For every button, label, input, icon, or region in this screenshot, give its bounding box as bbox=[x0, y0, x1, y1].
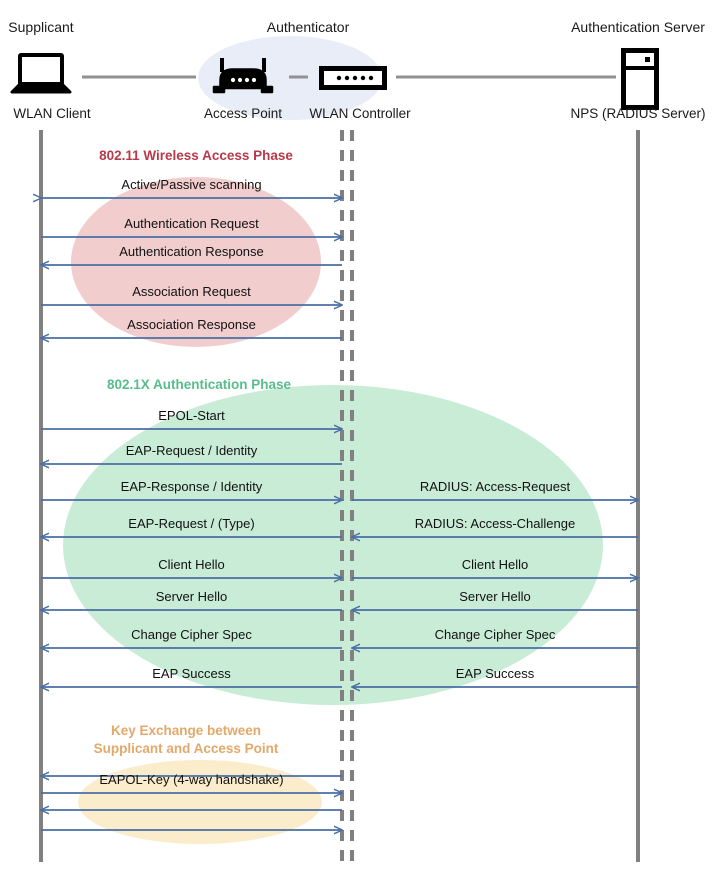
message-label-left-eap-response-identity-7: EAP-Response / Identity bbox=[120, 479, 263, 494]
laptop-icon bbox=[10, 53, 72, 94]
message-label-left-eap-request-identity-6: EAP-Request / Identity bbox=[125, 443, 258, 458]
message-label-left-server-hello-10: Server Hello bbox=[155, 589, 228, 604]
phase-key-exchange-title: Key Exchange between Supplicant and Acce… bbox=[93, 723, 279, 757]
phase-8021x-title: 802.1X Authentication Phase bbox=[106, 377, 292, 392]
message-label-left-active-passive-scanning-0: Active/Passive scanning bbox=[121, 177, 262, 192]
node-name-auth-server: NPS (RADIUS Server) bbox=[570, 106, 706, 121]
network-switch-icon bbox=[319, 66, 387, 90]
message-label-right-eap-success-5: EAP Success bbox=[455, 666, 535, 681]
node-name-access-point: Access Point bbox=[203, 106, 283, 121]
node-name-wlan-controller: WLAN Controller bbox=[309, 106, 411, 121]
role-title-access-point: Authenticator bbox=[266, 19, 350, 35]
phase-80211-title: 802.11 Wireless Access Phase bbox=[99, 148, 293, 163]
phase-8021x-ellipse bbox=[63, 385, 603, 705]
message-label-right-change-cipher-spec-4: Change Cipher Spec bbox=[434, 627, 556, 642]
node-name-supplicant: WLAN Client bbox=[13, 106, 91, 121]
message-label-left-eap-request-type-8: EAP-Request / (Type) bbox=[128, 516, 255, 531]
message-label-left-eapol-key-4-way-handshake-14: EAPOL-Key (4-way handshake) bbox=[99, 772, 284, 787]
message-label-left-change-cipher-spec-11: Change Cipher Spec bbox=[131, 627, 252, 642]
message-label-left-authentication-response-2: Authentication Response bbox=[119, 244, 264, 259]
message-label-right-radius-access-challenge-1: RADIUS: Access-Challenge bbox=[414, 516, 576, 531]
message-label-left-client-hello-9: Client Hello bbox=[158, 557, 225, 572]
message-label-left-association-response-4: Association Response bbox=[127, 317, 256, 332]
role-title-auth-server: Authentication Server bbox=[571, 19, 705, 35]
message-label-left-authentication-request-1: Authentication Request bbox=[124, 216, 259, 231]
message-label-left-eap-success-12: EAP Success bbox=[152, 666, 231, 681]
message-label-right-server-hello-3: Server Hello bbox=[459, 589, 531, 604]
wireless-router-icon bbox=[212, 58, 274, 94]
message-label-left-epol-start-5: EPOL-Start bbox=[158, 408, 225, 423]
message-arrow-group bbox=[41, 198, 638, 830]
phase-key-exchange-ellipse bbox=[78, 760, 322, 844]
message-label-left-association-request-3: Association Request bbox=[132, 284, 251, 299]
message-label-right-radius-access-request-0: RADIUS: Access-Request bbox=[419, 479, 571, 494]
server-rack-icon bbox=[621, 48, 659, 110]
message-label-right-client-hello-2: Client Hello bbox=[461, 557, 529, 572]
role-title-supplicant: Supplicant bbox=[8, 19, 74, 35]
